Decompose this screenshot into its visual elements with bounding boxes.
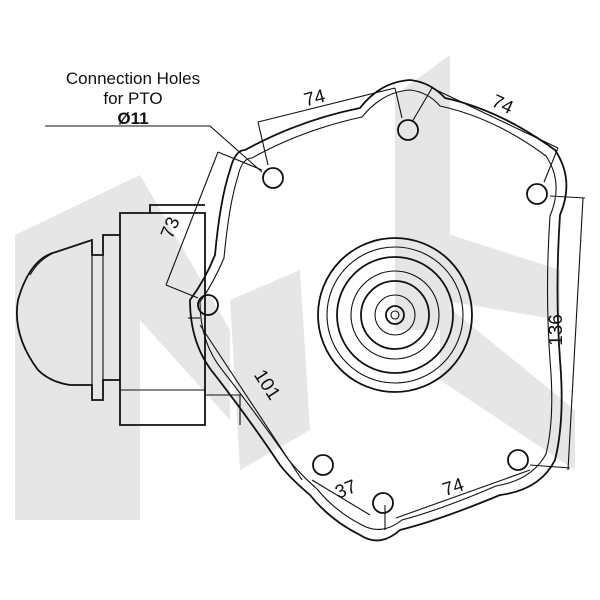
dim-top-left: 74 xyxy=(302,86,328,112)
connection-holes xyxy=(197,119,548,514)
callout-line-2: for PTO xyxy=(103,89,162,108)
hole-top xyxy=(397,119,419,141)
flange-plate xyxy=(189,79,568,542)
dimension-lines xyxy=(45,87,586,530)
callout-hole-diameter: Ø11 xyxy=(117,109,148,128)
hole-upper-left xyxy=(262,167,284,189)
dim-right-vertical: 136 xyxy=(546,314,567,346)
gearbox-body xyxy=(16,204,241,426)
hole-lower-right xyxy=(507,449,529,471)
dim-bottom-left: 37 xyxy=(332,476,359,503)
dim-top-right: 74 xyxy=(488,91,516,119)
hole-left xyxy=(197,294,219,316)
callout-line-1: Connection Holes xyxy=(66,69,200,88)
hole-upper-right xyxy=(526,183,548,205)
central-boss xyxy=(317,237,473,393)
dim-bottom-right: 74 xyxy=(440,474,467,501)
hole-bottom xyxy=(372,492,394,514)
watermark xyxy=(15,55,575,520)
hole-lower-left xyxy=(312,454,334,476)
